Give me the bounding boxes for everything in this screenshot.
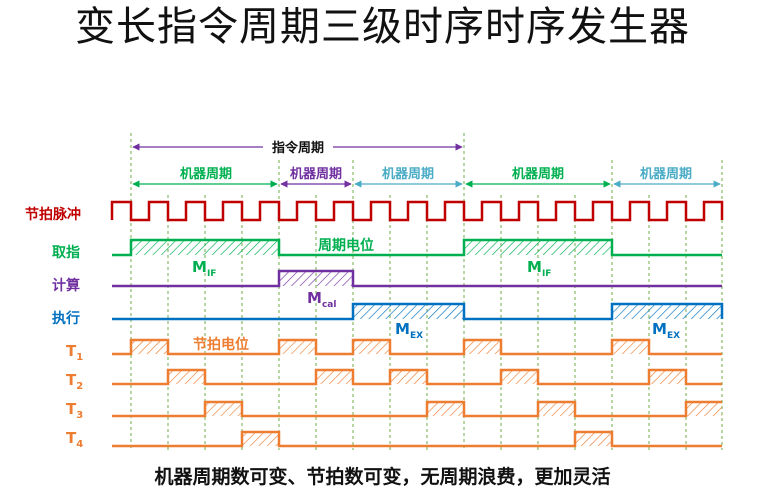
cycle-level-label: 周期电位 [318, 237, 374, 254]
machine-cycle-execute-2: 机器周期 [613, 166, 721, 188]
machine-cycle-compute: 机器周期 [280, 166, 352, 188]
signal-labels: 节拍脉冲 取指 计算 执行 T1 T2 T3 T4 [25, 206, 83, 450]
annotations: 周期电位 节拍电位 MIF MIF Mcal MEX MEX [192, 237, 680, 353]
t1-label: T1 [66, 342, 83, 363]
machine-cycle-execute-1: 机器周期 [354, 166, 463, 188]
m-cal-label: Mcal [307, 289, 336, 310]
compute-waveform [112, 269, 722, 288]
t4-label: T4 [66, 429, 83, 450]
svg-text:机器周期: 机器周期 [290, 166, 342, 182]
beat-level-label: 节拍电位 [193, 336, 249, 353]
caption: 机器周期数可变、节拍数可变，无周期浪费，更加灵活 [154, 466, 611, 488]
svg-text:机器周期: 机器周期 [640, 166, 692, 182]
m-if-label-2: MIF [527, 258, 551, 279]
m-ex-label-1: MEX [395, 320, 423, 341]
svg-text:机器周期: 机器周期 [180, 166, 232, 182]
instruction-cycle-arrow: 指令周期 [132, 137, 463, 157]
clock-waveform [110, 200, 724, 222]
instruction-cycle-label: 指令周期 [272, 140, 324, 156]
machine-cycle-fetch-1: 机器周期 [132, 165, 278, 188]
t1-waveform [112, 338, 722, 356]
guide-lines [130, 133, 723, 450]
machine-cycle-arrows: 机器周期 机器周期 机器周期 机器周期 机器周期 [132, 165, 721, 188]
page-title: 变长指令周期三级时序时序发生器 [75, 4, 690, 50]
machine-cycle-fetch-2: 机器周期 [465, 166, 611, 188]
t3-waveform [112, 400, 722, 418]
t4-waveform [112, 430, 722, 448]
t2-label: T2 [66, 371, 83, 392]
t2-waveform [112, 368, 722, 386]
execute-label: 执行 [52, 310, 80, 327]
svg-text:机器周期: 机器周期 [382, 166, 434, 182]
fetch-waveform [112, 238, 722, 257]
svg-text:机器周期: 机器周期 [512, 166, 564, 182]
m-if-label-1: MIF [192, 258, 216, 279]
compute-label: 计算 [52, 277, 80, 294]
clock-label: 节拍脉冲 [25, 206, 81, 223]
fetch-label: 取指 [52, 244, 80, 261]
t3-label: T3 [66, 400, 83, 421]
execute-waveform [112, 302, 724, 321]
m-ex-label-2: MEX [652, 320, 680, 341]
